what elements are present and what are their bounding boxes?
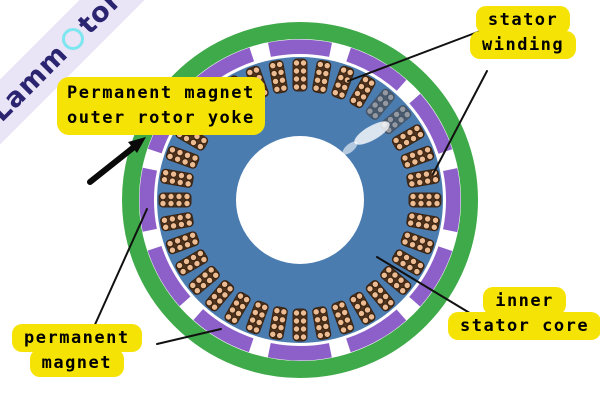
label-outer-rotor-yoke-line1: Permanent magnet <box>67 83 255 103</box>
yoke-arrow <box>87 137 146 185</box>
label-permanent-magnet-line1: permanent <box>12 324 142 352</box>
yoke-arrow-shaft <box>87 144 137 185</box>
glare-smudge-small <box>342 141 358 155</box>
label-stator-winding-line2: winding <box>470 31 577 59</box>
yoke-arrow-head <box>128 137 146 153</box>
leader-lines <box>92 29 488 345</box>
label-stator-winding-line1: stator <box>475 6 571 34</box>
label-inner-stator-core-line1: inner <box>483 287 566 315</box>
label-outer-rotor-yoke-box: Permanent magnet outer rotor yoke <box>57 77 265 135</box>
photo-artifact <box>342 121 390 155</box>
leader-stator-winding-1 <box>347 29 484 82</box>
leader-stator-winding-2 <box>432 70 488 175</box>
label-stator-winding: stator winding <box>470 6 577 59</box>
glare-smudge <box>354 121 390 145</box>
motor-cross-section <box>122 22 478 378</box>
label-permanent-magnet: permanent magnet <box>12 324 142 377</box>
leader-permanent-magnet-1 <box>92 208 148 330</box>
label-inner-stator-core-line2: stator core <box>448 312 600 340</box>
label-outer-rotor-yoke-line2: outer rotor yoke <box>67 108 255 128</box>
leader-permanent-magnet-2 <box>156 328 222 345</box>
label-permanent-magnet-line2: magnet <box>29 349 125 377</box>
leader-inner-stator-core <box>376 256 479 319</box>
label-inner-stator-core: inner stator core <box>448 287 600 340</box>
label-outer-rotor-yoke: Permanent magnet outer rotor yoke <box>57 77 265 135</box>
